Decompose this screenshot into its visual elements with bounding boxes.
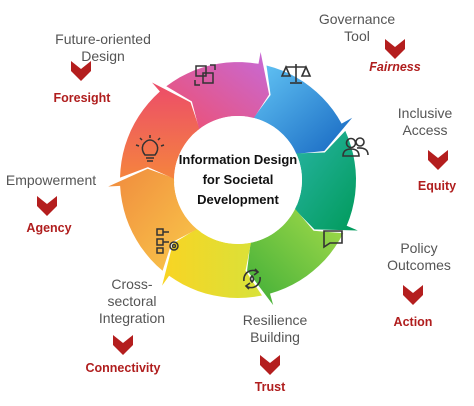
people-icon <box>342 137 369 157</box>
label-policy-outcomes: Policy Outcomes <box>387 240 451 273</box>
chevron-down-icon <box>428 150 448 170</box>
center-hub <box>174 116 302 244</box>
value-fairness: Fairness <box>369 60 421 74</box>
cycle-segment-1 <box>253 65 353 156</box>
center-title: Information Design for Societal Developm… <box>168 150 308 210</box>
label-inclusive-access: Inclusive Access <box>397 105 453 138</box>
label-governance-tool: Governance Tool <box>318 11 396 44</box>
center-title-line3: Development <box>197 192 279 207</box>
value-connectivity: Connectivity <box>85 361 161 375</box>
label-cross-sectoral-integration: Cross- sectoral Integration <box>98 276 166 326</box>
label-resilience-building: Resilience Building <box>242 312 308 345</box>
value-foresight: Foresight <box>53 91 111 105</box>
center-title-line1: Information Design <box>178 152 298 167</box>
cycle-segment-3 <box>247 208 344 306</box>
label-empowerment: Empowerment <box>5 172 97 188</box>
chevron-down-icon <box>71 61 91 81</box>
recycle-icon <box>243 268 261 290</box>
value-trust: Trust <box>254 380 286 394</box>
value-equity: Equity <box>417 179 457 193</box>
cycle-segment-5 <box>108 168 198 271</box>
cycle-segment-7 <box>166 52 270 130</box>
lightbulb-icon <box>135 135 165 162</box>
chevron-down-icon <box>37 196 57 216</box>
chevron-down-icon <box>403 285 423 305</box>
value-action: Action <box>393 315 433 329</box>
center-title-line2: for Societal <box>202 172 274 187</box>
cycle-segment-6 <box>120 82 204 179</box>
scales-icon <box>280 64 312 84</box>
flowchart-icon <box>156 228 179 254</box>
chevron-down-icon <box>113 335 133 355</box>
transform-icon <box>194 64 216 86</box>
label-future-oriented-design: Future-oriented Design <box>55 31 151 64</box>
document-icon <box>323 230 343 249</box>
value-agency: Agency <box>26 221 72 235</box>
chevron-down-icon <box>385 39 405 59</box>
cycle-segment-2 <box>285 130 358 231</box>
cycle-segment-4 <box>162 222 262 298</box>
chevron-down-icon <box>260 355 280 375</box>
